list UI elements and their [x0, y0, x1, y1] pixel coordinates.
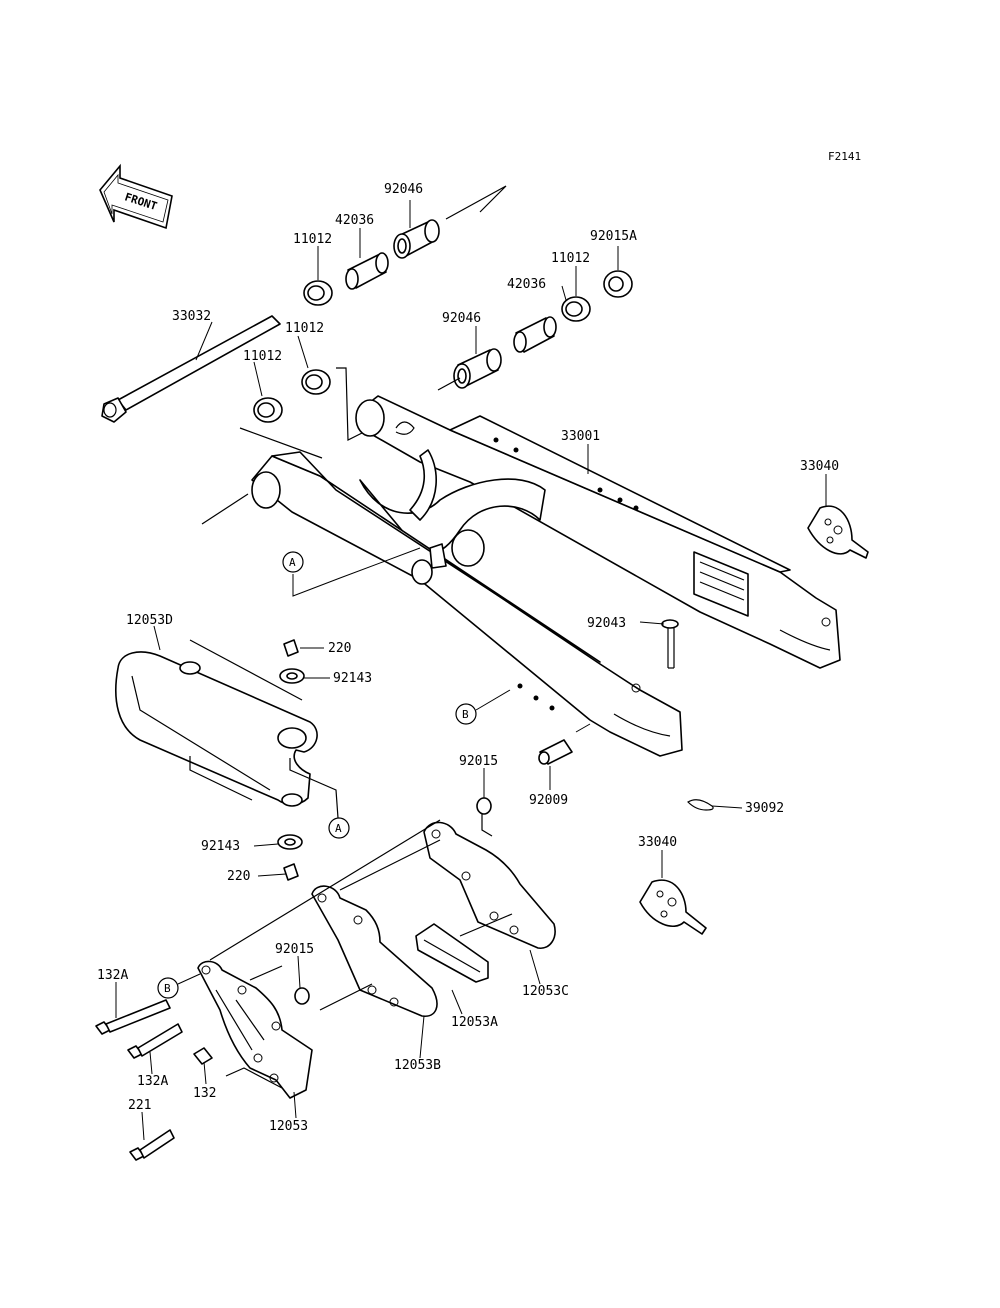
washer-92143-upper: [279, 668, 305, 684]
chain-guide-12053: [197, 960, 313, 1099]
pin-92043: [661, 619, 679, 669]
part-label-132A: 132A: [137, 1074, 168, 1089]
part-label-92015A: 92015A: [590, 229, 637, 244]
bolt-132: [193, 1047, 213, 1065]
seal-11012-lower: [253, 397, 283, 423]
callout-a-upper: A: [282, 551, 304, 573]
bolt-220-upper: [283, 639, 299, 657]
part-label-12053B: 12053B: [394, 1058, 441, 1073]
part-label-92043: 92043: [587, 616, 626, 631]
bolt-221: [129, 1129, 175, 1161]
bearing-92046-upper: [393, 219, 440, 259]
part-label-11012: 11012: [293, 232, 332, 247]
part-label-11012: 11012: [243, 349, 282, 364]
bolt-92009: [538, 739, 573, 765]
part-label-221: 221: [128, 1098, 151, 1113]
guide-pad-12053A: [415, 923, 489, 983]
part-label-12053D: 12053D: [126, 613, 173, 628]
figure-code: F2141: [828, 150, 861, 163]
part-label-11012: 11012: [285, 321, 324, 336]
callout-a-lower: A: [328, 817, 350, 839]
part-label-92046: 92046: [384, 182, 423, 197]
bolt-132A-lower: [127, 1023, 183, 1059]
pivot-shaft: [101, 315, 281, 423]
part-label-33040: 33040: [638, 835, 677, 850]
front-arrow-icon: FRONT: [99, 163, 173, 230]
part-label-33001: 33001: [561, 429, 600, 444]
washer-92015-upper: [476, 797, 492, 815]
part-label-42036: 42036: [507, 277, 546, 292]
part-label-92046: 92046: [442, 311, 481, 326]
bearing-92046-lower: [453, 348, 502, 389]
chain-guide-12053B: [311, 885, 438, 1017]
part-label-220: 220: [328, 641, 351, 656]
part-label-12053C: 12053C: [522, 984, 569, 999]
svg-text:B: B: [462, 708, 469, 721]
washer-92143-lower: [277, 834, 303, 850]
part-label-92143: 92143: [201, 839, 240, 854]
part-labels: 92046 42036 11012 92015A 11012 42036 330…: [97, 182, 839, 1134]
seal-11012-upper-left: [303, 280, 333, 306]
part-label-12053A: 12053A: [451, 1015, 498, 1030]
bolt-132A-upper: [95, 999, 171, 1035]
chain-slider-12053D: [115, 651, 318, 807]
callout-b-upper: B: [455, 703, 477, 725]
part-label-42036: 42036: [335, 213, 374, 228]
chain-adjuster-lower: [639, 879, 707, 935]
callout-b-lower: B: [157, 977, 179, 999]
part-label-132A: 132A: [97, 968, 128, 983]
chain-adjuster-upper: [807, 505, 869, 559]
collar-42036-left: [345, 252, 389, 290]
part-label-92015: 92015: [275, 942, 314, 957]
leader-lines: [115, 200, 827, 1141]
seal-11012-mid: [301, 369, 331, 395]
part-label-39092: 39092: [745, 801, 784, 816]
part-label-12053: 12053: [269, 1119, 308, 1134]
part-label-92015: 92015: [459, 754, 498, 769]
part-label-92143: 92143: [333, 671, 372, 686]
bolt-220-lower: [283, 863, 299, 881]
part-label-11012: 11012: [551, 251, 590, 266]
svg-text:B: B: [164, 982, 171, 995]
seal-11012-upper-right: [561, 296, 591, 322]
swingarm: [251, 395, 841, 757]
seal-92015A: [603, 270, 633, 298]
part-label-132: 132: [193, 1086, 216, 1101]
svg-text:A: A: [289, 556, 296, 569]
part-label-220: 220: [227, 869, 250, 884]
part-label-92009: 92009: [529, 793, 568, 808]
svg-text:A: A: [335, 822, 342, 835]
washer-92015-lower: [294, 987, 310, 1005]
part-label-33032: 33032: [172, 309, 211, 324]
collar-42036-right: [513, 316, 557, 353]
part-label-33040: 33040: [800, 459, 839, 474]
chain-guide-12053C: [423, 821, 556, 949]
clip-39092: [687, 799, 714, 811]
